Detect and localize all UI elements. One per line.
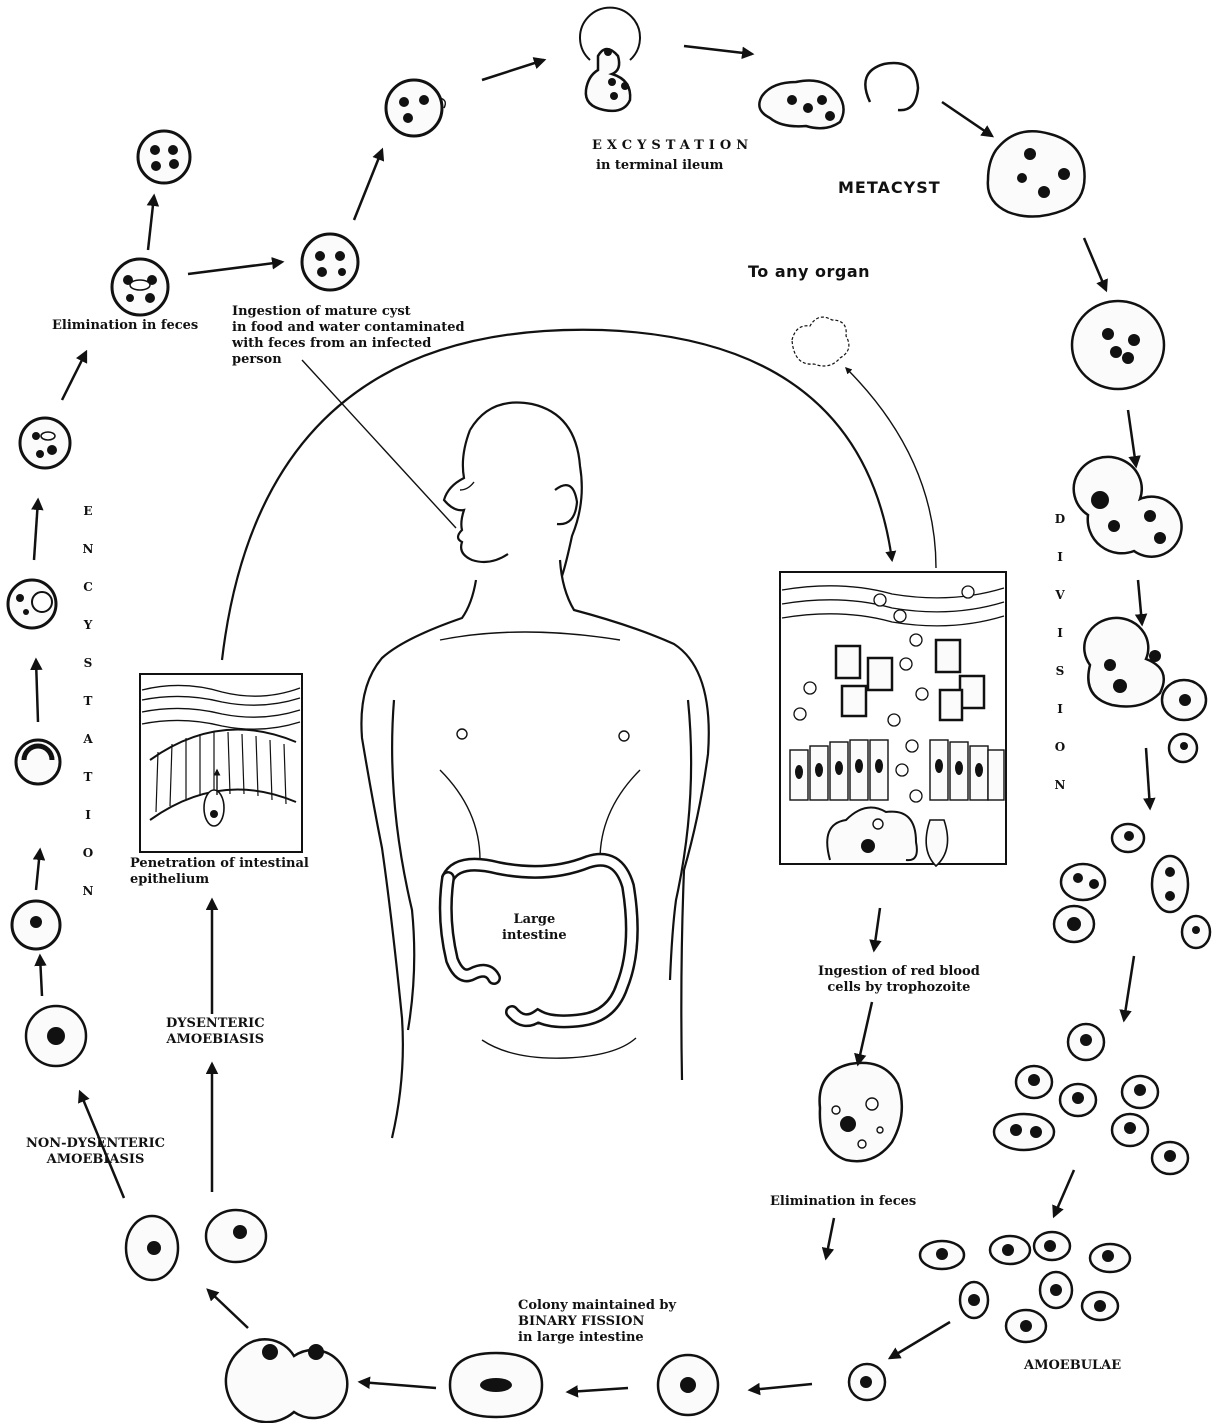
cyst-encystation-4 xyxy=(20,418,70,468)
penetration-label: Penetration of intestinal epithelium xyxy=(130,856,309,888)
amoebulae-label: AMOEBULAE xyxy=(1024,1358,1121,1374)
cyst-in-feces xyxy=(112,259,168,315)
mature-cyst-top xyxy=(138,131,190,183)
dysenteric-label: DYSENTERIC AMOEBIASIS xyxy=(166,1016,265,1048)
cyst-encystation-2 xyxy=(16,740,60,784)
excystation-figure xyxy=(580,8,640,111)
excystation-label: EXCYSTATION xyxy=(592,138,753,154)
binary-fission-label: Colony maintained by BINARY FISSION in l… xyxy=(518,1298,676,1346)
trophozoite-dividing xyxy=(450,1353,542,1417)
ingestion-rbc-label: Ingestion of red blood cells by trophozo… xyxy=(818,964,980,996)
metacyst-division-2 xyxy=(1074,457,1182,557)
human-figure xyxy=(361,402,708,1138)
division-vertical-label: D I V I S I O N xyxy=(1052,500,1068,804)
metacyst-4-nuclei xyxy=(988,131,1085,216)
amoebulae-cluster xyxy=(849,1024,1188,1400)
elimination-cyst-label: Elimination in feces xyxy=(52,318,198,334)
trophozoite-rbc xyxy=(820,1063,902,1161)
metacyst-division-4 xyxy=(1054,824,1210,948)
elimination-trophozoite-label: Elimination in feces xyxy=(770,1194,916,1210)
cyst-encystation-1 xyxy=(12,901,60,949)
inset-penetration xyxy=(140,674,302,852)
non-dysenteric-label: NON-DYSENTERIC AMOEBIASIS xyxy=(26,1136,165,1168)
trophozoite-divided xyxy=(226,1339,347,1422)
ingestion-cyst-label: Ingestion of mature cyst in food and wat… xyxy=(232,304,465,368)
large-intestine-label: Large intestine xyxy=(502,912,567,944)
ingested-cyst xyxy=(302,234,358,290)
trophozoite-left-3 xyxy=(26,1006,86,1066)
metacyst-division-3 xyxy=(1084,618,1206,762)
excystation-site-label: in terminal ileum xyxy=(596,158,723,174)
metacyst-label: METACYST xyxy=(838,180,941,196)
inset-rbc-ingestion xyxy=(780,572,1006,866)
encystation-vertical-label: E N C Y S T A T I O N xyxy=(80,492,96,910)
to-any-organ-label: To any organ xyxy=(748,264,870,280)
trophozoite-left-2 xyxy=(206,1210,266,1262)
metacyst-division-1 xyxy=(1072,301,1164,389)
trophozoite-bottom-1 xyxy=(658,1355,718,1415)
cyst-encystation-3 xyxy=(8,580,56,628)
cyst-excysting xyxy=(386,80,445,136)
metacyst-emerged xyxy=(759,63,918,128)
ingestion-pointer xyxy=(302,360,456,528)
organ-abscess xyxy=(792,317,849,366)
trophozoite-left-1 xyxy=(126,1216,178,1280)
